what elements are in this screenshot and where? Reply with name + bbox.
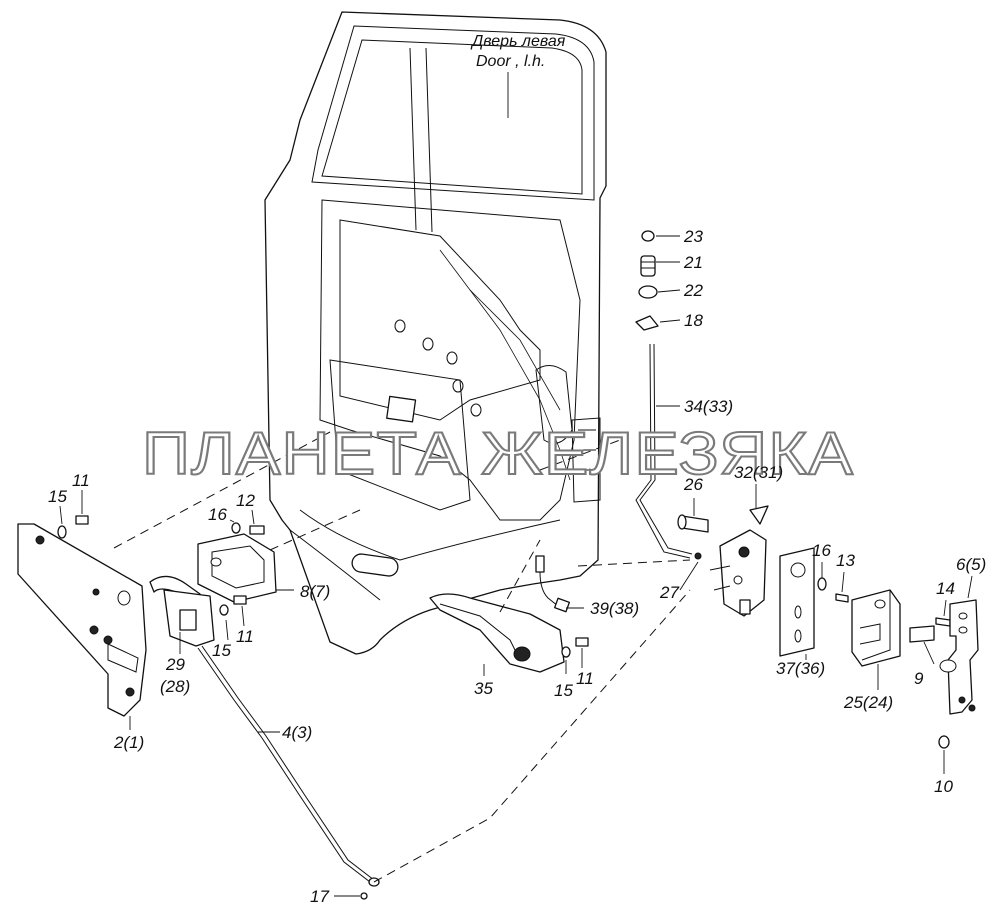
callout-34-33: 34(33) [684,397,733,416]
part-11-bolt-left [75,515,89,525]
part-34-rod [635,343,691,559]
part-2-bracket [17,523,147,717]
callout-13: 13 [836,551,855,570]
part-21-lock-knob [640,255,656,277]
part-26-pin [677,514,709,533]
part-37-plate [779,547,815,657]
callout-25-24: 25(24) [843,693,893,712]
part-15-washer-right [561,646,571,658]
part-39-cable [535,555,570,613]
assembly-lines [113,431,691,883]
callout-16-mid: 16 [208,505,227,524]
part-23-cap [641,230,655,242]
part-11-bolt-right [575,637,589,647]
part-35-outer-handle [429,593,565,673]
part-10-plug [938,735,950,749]
callout-11-right: 11 [576,669,594,688]
callout-39-38: 39(38) [590,599,639,618]
callout-10: 10 [934,777,953,796]
callout-22: 22 [683,281,703,300]
part-4-rod [197,647,371,883]
callout-11-left: 11 [72,471,90,490]
callout-2-1: 2(1) [113,733,144,752]
callout-23: 23 [683,227,703,246]
part-15-washer-mid [219,604,229,616]
callout-21: 21 [683,253,703,272]
part-8-handle-trim [197,533,277,603]
part-27-bolt [694,552,702,560]
part-13-bolt [835,593,849,603]
part-9-pin [909,625,935,643]
title-ru: Дверь левая [470,33,566,50]
part-25-striker [851,589,901,667]
part-22-bezel [638,285,658,299]
part-17-clip [360,892,368,900]
callout-4-3: 4(3) [282,723,312,742]
callout-18: 18 [684,311,703,330]
part-15-washer-left [57,525,67,539]
part-14-bolt [935,617,951,627]
callout-12: 12 [236,491,255,510]
part-16-washer-mid [231,522,241,534]
title-en: Door , l.h. [476,53,545,70]
callout-14: 14 [936,579,955,598]
callout-28: (28) [160,677,190,696]
callout-11-mid: 11 [236,627,254,646]
callout-15-right: 15 [554,681,573,700]
callout-35: 35 [474,679,493,698]
part-18-clip [635,315,659,331]
part-11-bolt-mid [233,595,247,605]
door-panel [264,11,607,655]
callout-9: 9 [914,669,924,688]
callout-15-left: 15 [48,487,67,506]
part-16-washer-right [817,577,827,591]
callout-27: 27 [659,583,679,602]
callout-29: 29 [165,655,185,674]
watermark: ПЛАНЕТА ЖЕЛЕЗЯКА [142,420,854,487]
callout-32-31: 32(31) [734,463,783,482]
part-29-inner-handle [149,575,215,647]
part-12-bolt [249,525,265,535]
callout-37-36: 37(36) [776,659,825,678]
part-32-lock-mechanism [709,505,769,617]
callout-15-mid: 15 [212,641,231,660]
callout-8-7: 8(7) [300,582,330,601]
callout-26: 26 [683,475,703,494]
callout-16-right: 16 [812,541,831,560]
callout-17: 17 [310,887,329,906]
leader-lines [59,72,973,897]
callout-6-5: 6(5) [956,555,986,574]
part-6-hinge [939,599,979,715]
